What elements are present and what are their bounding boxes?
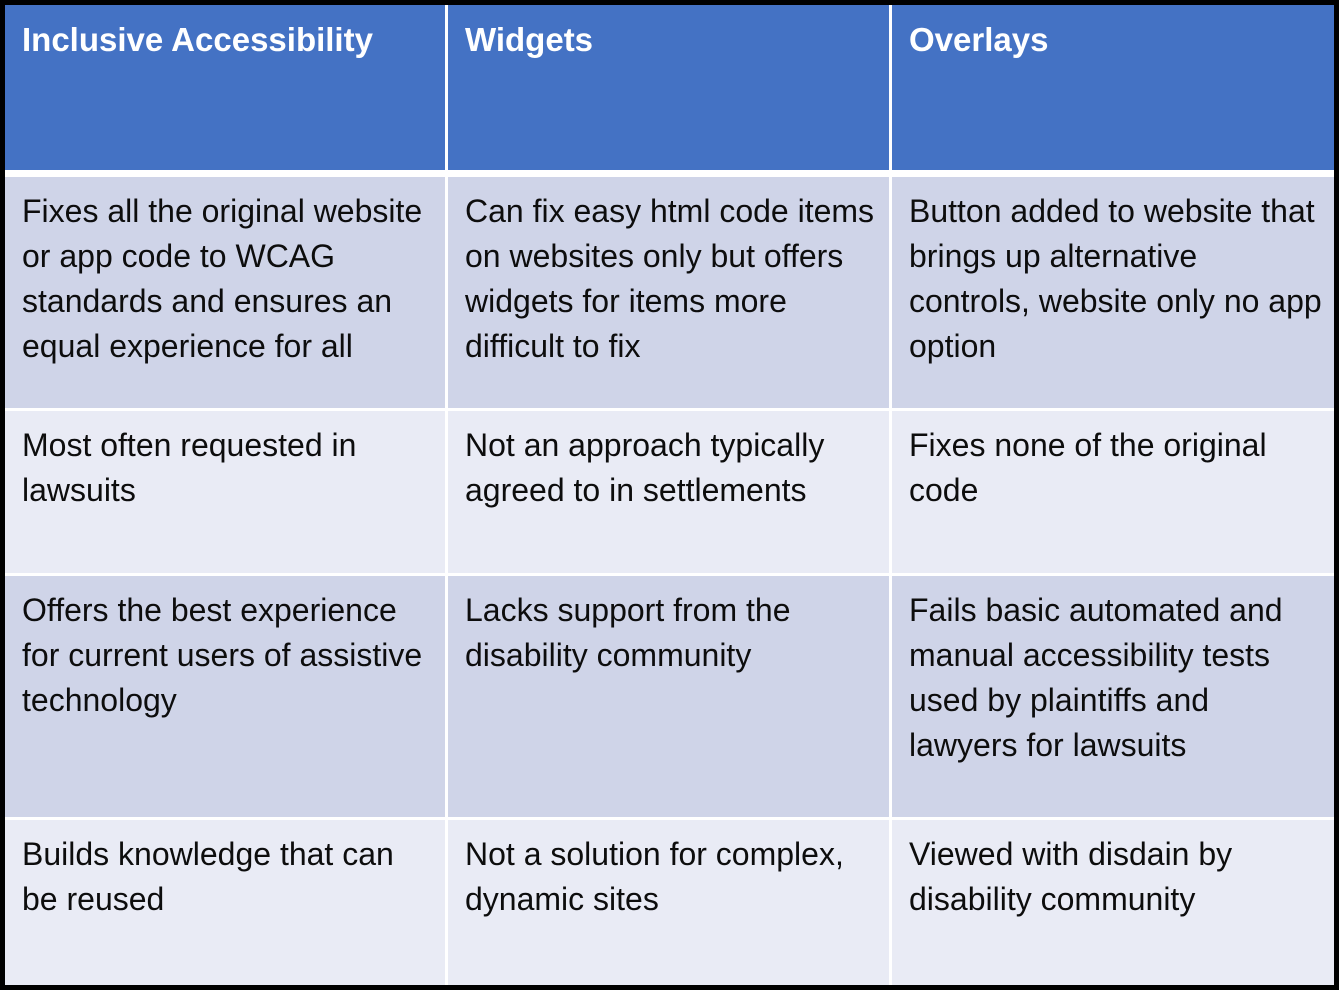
table-cell-row1-widgets: Can fix easy html code items on websites… xyxy=(448,177,889,408)
column-header-widgets: Widgets xyxy=(448,5,889,174)
column-header-inclusive-accessibility: Inclusive Accessibility xyxy=(5,5,445,174)
table-cell-row2-inclusive-accessibility: Most often requested in lawsuits xyxy=(5,411,445,573)
table-cell-row4-widgets: Not a solution for complex, dynamic site… xyxy=(448,820,889,985)
table-cell-row3-overlays: Fails basic automated and manual accessi… xyxy=(892,576,1334,817)
column-header-overlays: Overlays xyxy=(892,5,1334,174)
table-cell-row3-inclusive-accessibility: Offers the best experience for current u… xyxy=(5,576,445,817)
table-cell-row1-inclusive-accessibility: Fixes all the original website or app co… xyxy=(5,177,445,408)
table-cell-row1-overlays: Button added to website that brings up a… xyxy=(892,177,1334,408)
table-cell-row4-overlays: Viewed with disdain by disability commun… xyxy=(892,820,1334,985)
table-cell-row4-inclusive-accessibility: Builds knowledge that can be reused xyxy=(5,820,445,985)
table-cell-row2-widgets: Not an approach typically agreed to in s… xyxy=(448,411,889,573)
comparison-table-grid: Inclusive Accessibility Widgets Overlays… xyxy=(5,5,1334,985)
table-cell-row3-widgets: Lacks support from the disability commun… xyxy=(448,576,889,817)
table-cell-row2-overlays: Fixes none of the original code xyxy=(892,411,1334,573)
